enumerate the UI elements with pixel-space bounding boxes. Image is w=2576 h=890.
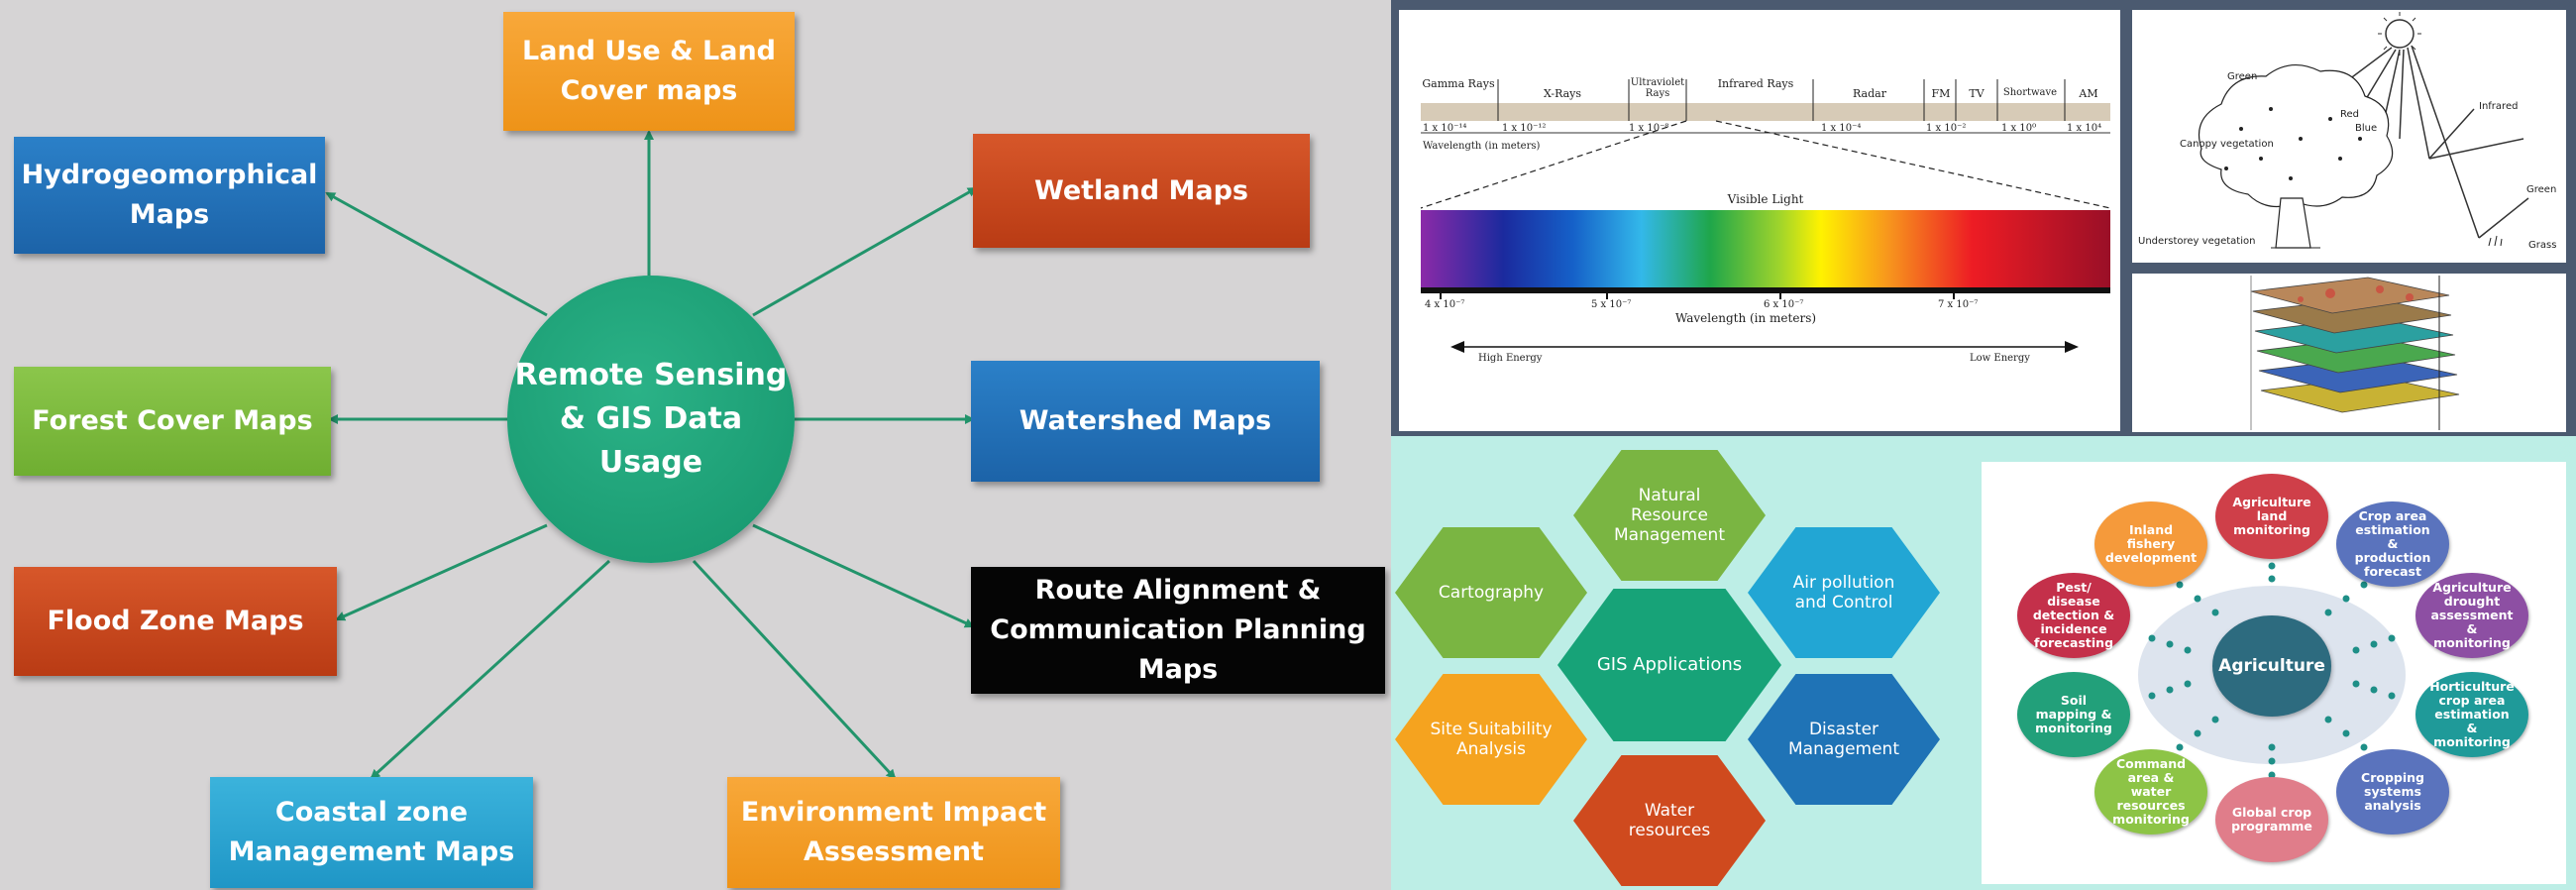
band-label: TV (1969, 87, 1985, 100)
agri-soil-mapping: Soil mapping & monitoring (2017, 672, 2130, 757)
agri-command-area: Command area & water resources monitorin… (2094, 749, 2207, 834)
environment-impact-box: Environment Impact Assessment (727, 777, 1060, 888)
band-label: AM (2079, 87, 2098, 100)
watershed-box: Watershed Maps (971, 361, 1320, 482)
agri-cropping-systems: Cropping systems analysis (2336, 749, 2449, 834)
hub-circle: Remote Sensing & GIS Data Usage (507, 276, 795, 563)
arrow-hydro (325, 191, 548, 317)
agri-pest-disease: Pest/ disease detection & incidence fore… (2017, 573, 2130, 658)
hex-air-pollution: Air pollution and Control (1748, 527, 1940, 658)
connector-arrows (325, 130, 978, 780)
top-tick-label: 1 x 10⁴ (2067, 123, 2102, 134)
reflectance-label: Green (2227, 71, 2258, 82)
forest-cover-box: Forest Cover Maps (14, 367, 331, 476)
applications-panel: Natural Resource Management Cartography … (1391, 436, 2576, 890)
agri-crop-area: Crop area estimation & production foreca… (2336, 501, 2449, 587)
remote-sensing-diagram-panel: Remote Sensing & GIS Data Usage Land Use… (14, 12, 1385, 888)
vegetation-reflectance-card: Green Red Blue Infrared Canopy vegetatio… (2132, 10, 2566, 263)
bottom-axis-label: Wavelength (in meters) (1674, 311, 1817, 325)
top-axis-label: Wavelength (in meters) (1423, 141, 1541, 152)
band-label: Infrared Rays (1717, 77, 1794, 90)
gis-layers-graphic (2250, 276, 2460, 430)
agri-global-crop: Global crop programme (2215, 777, 2328, 862)
bottom-tick-label: 4 x 10⁻⁷ (1425, 299, 1465, 310)
reflectance-label: Canopy vegetation (2180, 139, 2274, 150)
reflectance-label: Infrared (2479, 101, 2519, 112)
reflectance-label: Green (2526, 184, 2557, 195)
visible-light-gradient (1421, 210, 2110, 287)
hex-water-resources: Water resources (1573, 755, 1766, 886)
band-label: FM (1931, 87, 1951, 100)
hex-disaster-management: Disaster Management (1748, 674, 1940, 805)
high-energy-label: High Energy (1478, 353, 1543, 364)
arrow-wetland (752, 186, 978, 317)
bottom-tick-label: 5 x 10⁻⁷ (1591, 299, 1632, 310)
top-tick-label: 1 x 10⁻¹⁴ (1423, 123, 1467, 134)
gis-layers-card (2132, 274, 2566, 432)
bottom-tick-label: 7 x 10⁻⁷ (1938, 299, 1979, 310)
agriculture-center: Agriculture (2212, 615, 2331, 717)
tree-illustration (2198, 64, 2394, 208)
agriculture-card: Agriculture Agriculture land monitoring … (1982, 462, 2566, 884)
reflectance-label: Red (2340, 109, 2359, 120)
bottom-tick-label: 6 x 10⁻⁷ (1764, 299, 1804, 310)
hex-natural-resource: Natural Resource Management (1573, 450, 1766, 581)
hex-site-suitability: Site Suitability Analysis (1395, 674, 1587, 805)
band-label: X-Rays (1543, 87, 1582, 100)
top-tick-label: 1 x 10⁻⁸ (1629, 123, 1669, 134)
reflectance-label: Blue (2355, 123, 2378, 134)
top-tick-label: 1 x 10⁻² (1926, 123, 1967, 134)
band-label: Gamma Rays (1422, 77, 1495, 90)
visible-light-label: Visible Light (1727, 192, 1804, 206)
top-tick-label: 1 x 10⁻¹² (1502, 123, 1547, 134)
band-label: Ultraviolet Rays (1630, 77, 1685, 99)
low-energy-label: Low Energy (1970, 353, 2030, 364)
band-label: Shortwave (2002, 87, 2058, 98)
arrow-coastal (370, 559, 611, 780)
hex-gis-applications-center: GIS Applications (1557, 589, 1781, 741)
em-spectrum-card: Gamma Rays X-Rays Ultraviolet Rays Infra… (1399, 10, 2120, 431)
spectrum-panel-frame: Gamma Rays X-Rays Ultraviolet Rays Infra… (1391, 0, 2576, 436)
agri-horticulture: Horticulture crop area estimation & moni… (2415, 672, 2528, 757)
wetland-box: Wetland Maps (973, 134, 1310, 248)
flood-zone-box: Flood Zone Maps (14, 567, 337, 676)
em-spectrum-graphic (1420, 79, 2111, 353)
agri-drought: Agriculture drought assessment & monitor… (2415, 573, 2528, 658)
top-tick-label: 1 x 10⁻⁴ (1821, 123, 1862, 134)
agri-inland-fishery: Inland fishery development (2094, 501, 2207, 587)
route-alignment-box: Route Alignment & Communication Planning… (971, 567, 1385, 694)
reflectance-label: Grass (2528, 240, 2557, 251)
band-label: Radar (1853, 87, 1886, 100)
agri-land-monitoring: Agriculture land monitoring (2215, 474, 2328, 559)
top-tick-label: 1 x 10⁰ (2001, 123, 2037, 134)
spectrum-band-bar (1421, 103, 2110, 121)
reflectance-label: Understorey vegetation (2138, 236, 2256, 247)
coastal-zone-box: Coastal zone Management Maps (210, 777, 533, 888)
tree-reflectance-graphic (2198, 12, 2529, 249)
arrow-flood (335, 523, 548, 621)
land-use-box: Land Use & Land Cover maps (503, 12, 795, 131)
arrow-environment (692, 559, 897, 780)
hydrogeomorphical-box: Hydrogeomorphical Maps (14, 137, 325, 254)
hex-cartography: Cartography (1395, 527, 1587, 658)
arrow-route (752, 523, 975, 628)
